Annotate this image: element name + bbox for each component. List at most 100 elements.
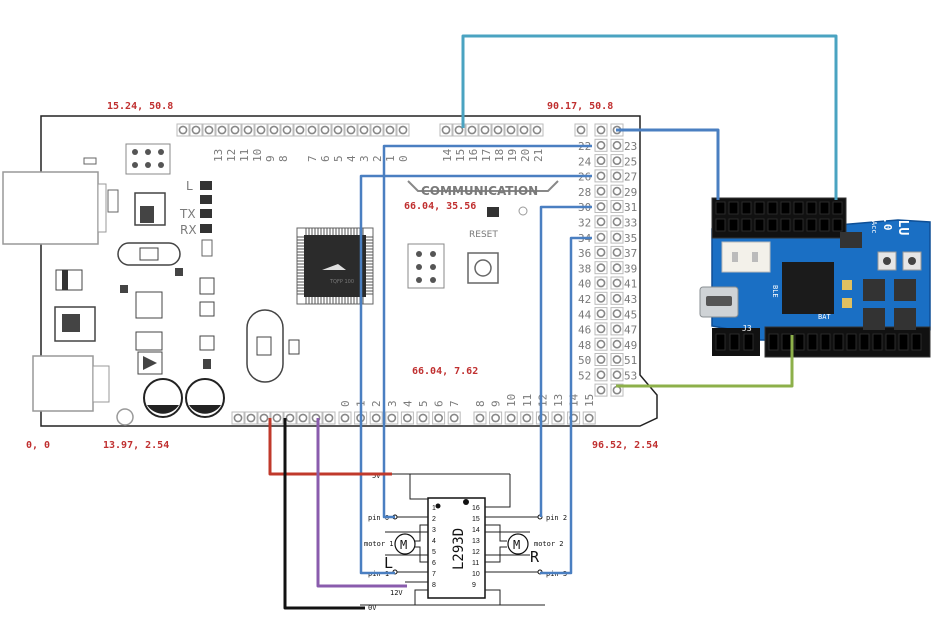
oblu-ble-label: BLE [771,285,779,298]
pin-label-analog-10: 10 [505,394,518,407]
label-5v: 5V [372,472,381,480]
pin-label-right-31: 31 [624,201,637,214]
pin-label-right-23: 23 [624,140,637,153]
oblu-version: v1.0 [881,204,894,231]
pin-label-right-35: 35 [624,232,637,245]
capacitors [143,378,225,418]
pin-label-analog-7: 7 [448,400,461,407]
pin-label-analog-15: 15 [583,394,596,407]
pin-label-analog-14: 14 [568,393,581,407]
oblu-j3-label: J3 [742,324,752,333]
mount-hole [518,206,528,216]
pin-label-analog-8: 8 [474,400,487,407]
pin-label-right-27: 27 [624,171,637,184]
pin-label-top-15: 15 [454,149,467,162]
pin-label-top-18: 18 [493,149,506,162]
coord-bottom-left2: 13.97, 2.54 [103,440,169,451]
wire-black-gnd [283,418,365,610]
pin-label-right-51: 51 [624,354,637,367]
pin-label-top-6: 6 [319,155,332,162]
chip-pin-9: 9 [472,582,476,589]
l293d-label: L293D [451,528,467,570]
pin-label-top-8: 8 [277,155,290,162]
pin-label-right-50: 50 [578,354,591,367]
communication-label: COMMUNICATION [421,184,538,198]
chip-pin-6: 6 [432,560,436,567]
pin-label-right-53: 53 [624,370,637,383]
usb-connector [2,171,99,245]
pin-label-top-13: 13 [212,149,225,162]
chip-pin-5: 5 [432,549,436,556]
label-0v: 0V [368,604,377,612]
pin-label-top-19: 19 [506,149,519,162]
pin-label-top-4: 4 [345,155,358,162]
pin-label-right-37: 37 [624,247,637,260]
pin-label-analog-3: 3 [386,400,399,407]
wire-blue-power [616,128,720,200]
wire-blue-pin30 [539,205,592,517]
motor-left-symbol: M [400,538,407,552]
pin-label-top-3: 3 [358,155,371,162]
header-analog-8-15 [473,411,596,425]
pin-label-right-49: 49 [624,339,637,352]
label-12v: 12V [390,589,403,597]
pin-label-right-52: 52 [578,370,591,383]
pin-label-top-10: 10 [251,149,264,162]
pin-label-top-2: 2 [371,155,384,162]
pin-label-right-44: 44 [578,308,592,321]
chip-pin-10: 10 [472,571,480,578]
coord-middle-lower: 66.04, 7.62 [412,366,478,377]
pin-label-top-17: 17 [480,149,493,162]
chip-pin-1: 1 [432,505,436,512]
chip-pin-3: 3 [432,527,436,534]
pin-label-right-36: 36 [578,247,591,260]
label-motor1: motor 1 [364,540,394,548]
pin-label-analog-4: 4 [401,400,414,407]
pin-label-top-0: 0 [397,155,410,162]
wire-blue-pin34 [540,236,592,575]
header-digital-8-13 [176,123,307,137]
wire-red-5v [268,418,392,476]
pin-label-right-41: 41 [624,278,637,291]
coord-bottom-right: 96.52, 2.54 [592,440,658,451]
icsp-header-middle [407,243,445,289]
pin-label-top-9: 9 [264,155,277,162]
pin-label-right-39: 39 [624,262,637,275]
pin-label-top-11: 11 [238,149,251,162]
pin-label-top-16: 16 [467,149,480,162]
chip-pin-13: 13 [472,538,480,545]
header-digital-0-7 [305,123,410,137]
led-rx-label: RX [180,223,197,237]
reset-label: RESET [469,230,498,240]
chip-pin-8: 8 [432,582,436,589]
label-motor2: motor 2 [534,540,564,548]
pin-label-right-29: 29 [624,186,637,199]
chip-pin-12: 12 [472,549,480,556]
chip-pin-16: 16 [472,505,480,512]
l293d-chip [427,497,486,599]
wire-green-gnd [616,335,794,388]
pin-label-right-24: 24 [578,155,592,168]
coord-middle-upper: 66.04, 35.56 [404,201,476,212]
pin-label-right-28: 28 [578,186,591,199]
chip-pin-4: 4 [432,538,436,545]
icsp-header-left [125,143,171,175]
wire-blue-pin26 [359,174,592,575]
pin-label-top-12: 12 [225,149,238,162]
pin-label-analog-11: 11 [521,394,534,407]
pin-label-analog-2: 2 [370,400,383,407]
pin-label-analog-9: 9 [490,400,503,407]
header-power [231,411,336,425]
motor-right-letter: R [530,548,540,566]
header-digital-22-53 [594,123,624,397]
pin-label-right-32: 32 [578,217,591,230]
coord-origin: 0, 0 [26,440,50,451]
chip-pin-11: 11 [472,560,479,567]
wire-cyan-rx [461,34,838,200]
motor-left [394,533,416,555]
pin-label-right-33: 33 [624,217,637,230]
driver-internal-wiring [360,473,545,606]
wires [268,34,838,610]
arduino-mega-board: L TX RX [2,101,658,451]
